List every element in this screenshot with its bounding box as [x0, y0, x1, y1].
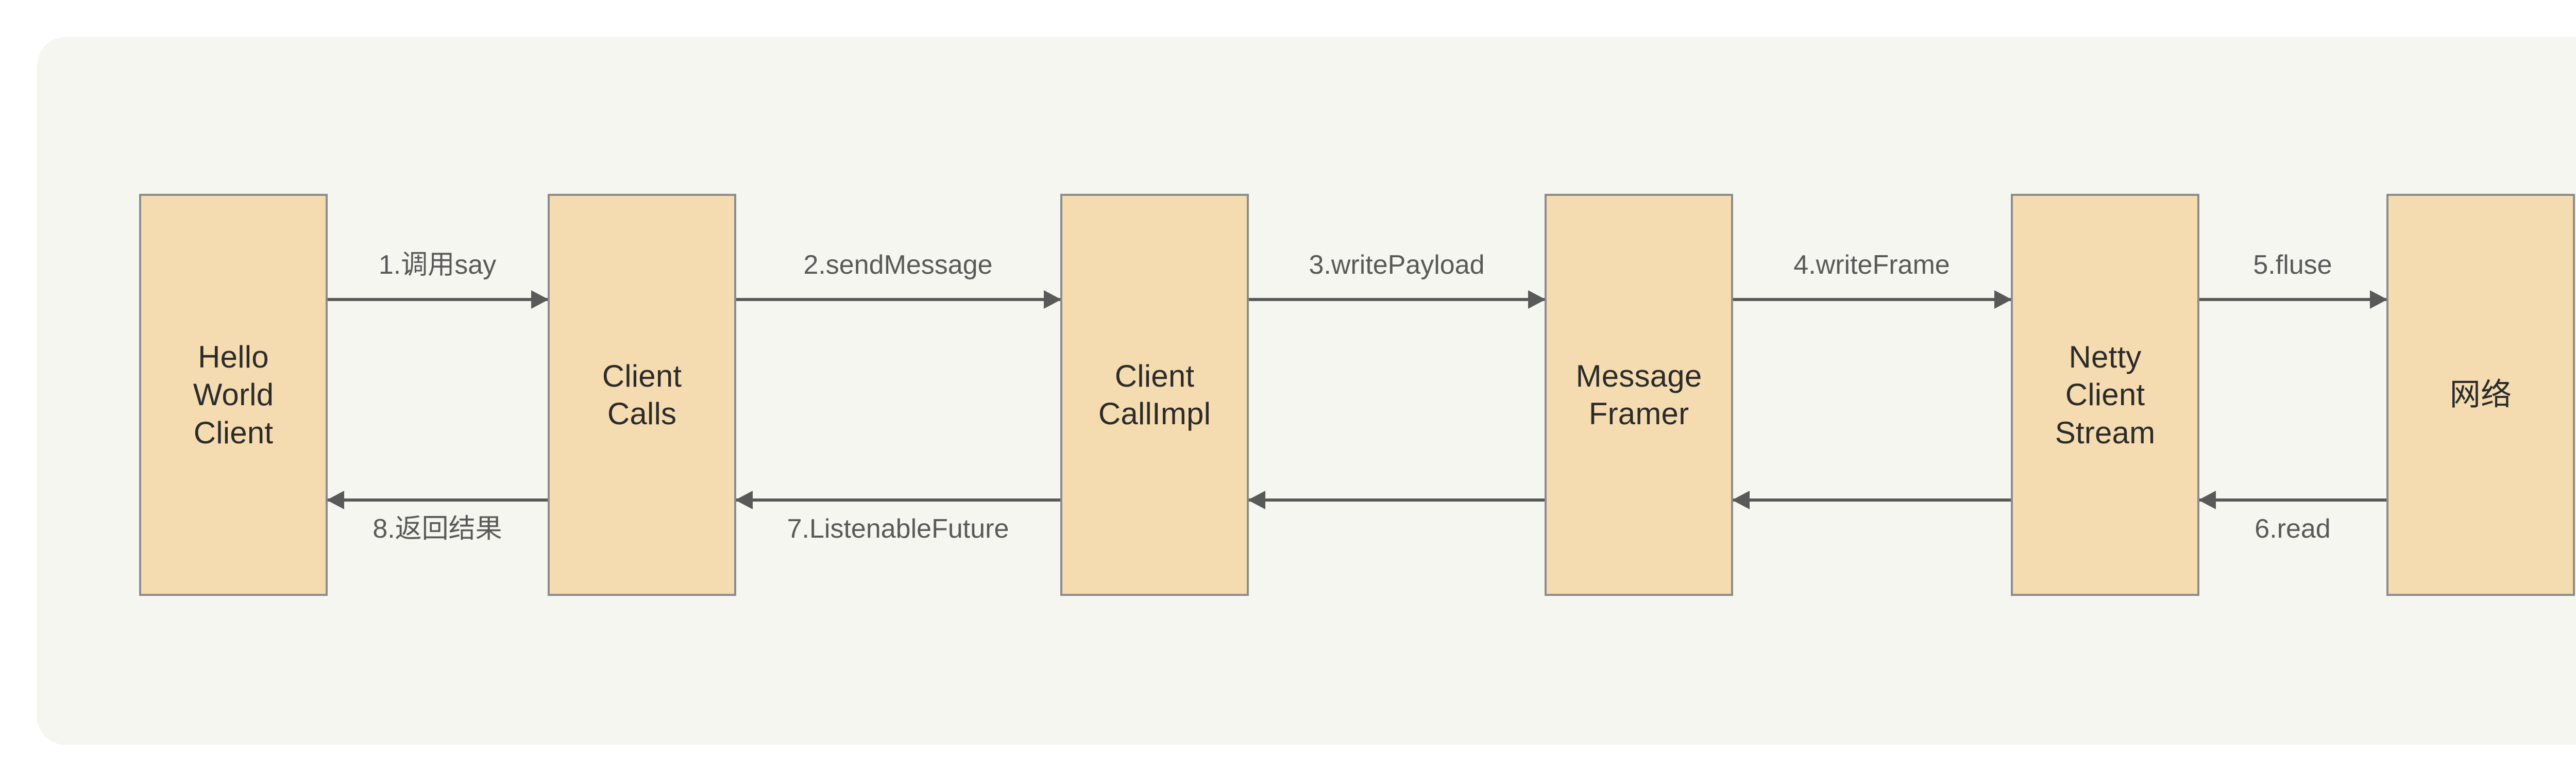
arrow-head-right-icon: [531, 290, 549, 309]
arrow-head-left-icon: [327, 491, 344, 509]
edge-line: [2199, 498, 2386, 502]
arrow-head-left-icon: [735, 491, 753, 509]
edge-7-label: 7.ListenableFuture: [787, 514, 1009, 544]
edge-1-label: 1.调用say: [378, 250, 497, 280]
node-message-framer[interactable]: Message Framer: [1545, 194, 1733, 596]
edge-5-label: 5.fluse: [2253, 250, 2332, 280]
edge-line: [1733, 498, 2011, 502]
edge-line: [328, 498, 548, 502]
node-label: Client CallImpl: [1098, 358, 1211, 431]
edge-line: [328, 298, 548, 301]
node-netty-client-stream[interactable]: Netty Client Stream: [2011, 194, 2199, 596]
edge-3-label: 3.writePayload: [1309, 250, 1485, 280]
edge-6-label: 6.read: [2255, 514, 2331, 544]
node-hello-world-client[interactable]: Hello World Client: [139, 194, 328, 596]
edge-8-label: 8.返回结果: [372, 514, 502, 544]
edge-line: [1249, 298, 1545, 301]
edge-2-label: 2.sendMessage: [803, 250, 993, 280]
arrow-head-left-icon: [1248, 491, 1265, 509]
node-label: Hello World Client: [193, 340, 274, 450]
node-label: Client Calls: [602, 358, 682, 431]
node-label: Netty Client Stream: [2055, 340, 2156, 450]
edge-line: [736, 498, 1060, 502]
node-network[interactable]: 网络: [2386, 194, 2575, 596]
edge-line: [2199, 298, 2386, 301]
arrow-head-right-icon: [2370, 290, 2387, 309]
arrow-head-right-icon: [1528, 290, 1546, 309]
node-client-call-impl[interactable]: Client CallImpl: [1060, 194, 1249, 596]
arrow-head-left-icon: [1732, 491, 1750, 509]
edge-line: [736, 298, 1060, 301]
edge-line: [1733, 298, 2011, 301]
node-label: Message Framer: [1575, 358, 1702, 431]
arrow-head-right-icon: [1994, 290, 2012, 309]
edge-4-label: 4.writeFrame: [1793, 250, 1950, 280]
node-label: 网络: [2449, 377, 2512, 412]
edge-line: [1249, 498, 1545, 502]
arrow-head-left-icon: [2198, 491, 2216, 509]
node-client-calls[interactable]: Client Calls: [548, 194, 736, 596]
arrow-head-right-icon: [1044, 290, 1061, 309]
